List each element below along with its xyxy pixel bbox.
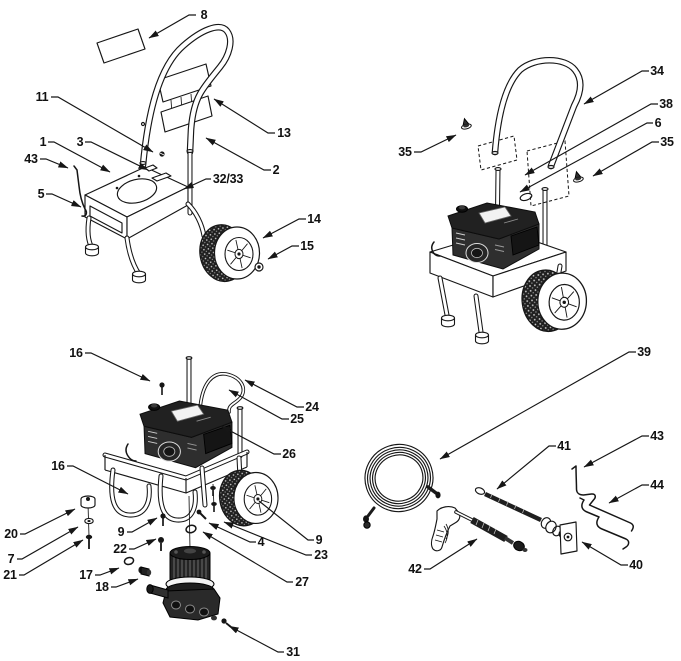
push-cap <box>571 169 585 184</box>
callout-22: 22 <box>113 541 127 556</box>
engine-mount-hole <box>116 178 158 204</box>
hook-wire <box>125 443 137 462</box>
callout-31: 31 <box>286 644 300 659</box>
mount-plate <box>559 521 578 555</box>
spray-gun <box>430 506 528 552</box>
callout-1: 1 <box>39 134 47 149</box>
handle-clip <box>519 192 533 202</box>
callout-41: 41 <box>557 438 571 453</box>
frame-foot <box>440 314 456 328</box>
callout-32-33: 32/33 <box>212 171 244 186</box>
callout-6: 6 <box>654 115 662 130</box>
callout-44: 44 <box>650 477 664 492</box>
callout-9-left: 9 <box>117 524 125 539</box>
callout-16-left: 16 <box>51 458 65 473</box>
callout-43: 43 <box>24 151 38 166</box>
callout-35-right: 35 <box>660 134 674 149</box>
axle-bolt <box>254 262 264 272</box>
callout-7: 7 <box>7 551 15 566</box>
callout-26: 26 <box>282 446 296 461</box>
callout-43b: 43 <box>650 428 664 443</box>
callout-39: 39 <box>637 344 651 359</box>
hose-fitting <box>363 515 369 523</box>
callout-42: 42 <box>408 561 422 576</box>
view-cart-frame <box>73 24 264 286</box>
engine <box>139 400 233 469</box>
callout-40: 40 <box>629 557 643 572</box>
callout-34: 34 <box>650 63 664 78</box>
callout-15: 15 <box>300 238 314 253</box>
handle-bar <box>491 57 584 170</box>
view-handle-mounting <box>429 57 589 345</box>
frame-foot <box>131 270 147 284</box>
frame-foot <box>84 243 100 257</box>
hook-wire <box>430 241 441 257</box>
mount-hardware <box>80 382 232 628</box>
callout-4: 4 <box>257 534 265 549</box>
callout-25: 25 <box>290 411 304 426</box>
panel-upper <box>157 63 212 103</box>
hook-wire <box>73 165 88 217</box>
callout-23: 23 <box>314 547 328 562</box>
hose-fitting <box>435 491 441 499</box>
frame-foot <box>474 331 490 345</box>
callout-leader-lines <box>17 14 659 653</box>
callout-9-right: 9 <box>315 532 323 547</box>
callout-38: 38 <box>659 96 673 111</box>
hose-hook-bracket <box>571 465 634 532</box>
callout-8: 8 <box>200 7 208 22</box>
pump <box>146 483 221 621</box>
hose-coil <box>364 443 434 513</box>
callout-21: 21 <box>3 567 17 582</box>
callout-17: 17 <box>79 567 93 582</box>
view-engine-pump <box>80 356 279 628</box>
callout-2: 2 <box>272 162 280 177</box>
callout-16-top: 16 <box>69 345 83 360</box>
callout-18: 18 <box>95 579 109 594</box>
callout-11: 11 <box>35 89 49 104</box>
wand <box>474 487 564 538</box>
callout-13: 13 <box>277 125 291 140</box>
callout-24: 24 <box>305 399 319 414</box>
decal-plate <box>96 28 146 64</box>
callout-20: 20 <box>4 526 18 541</box>
callout-5: 5 <box>37 186 45 201</box>
hose-hook-bracket <box>579 497 630 550</box>
callout-27: 27 <box>295 574 309 589</box>
view-accessories <box>363 443 634 555</box>
callout-35-left: 35 <box>398 144 412 159</box>
callout-14: 14 <box>307 211 321 226</box>
panel-lower <box>160 95 213 133</box>
callout-3: 3 <box>76 134 84 149</box>
push-cap <box>459 116 473 131</box>
